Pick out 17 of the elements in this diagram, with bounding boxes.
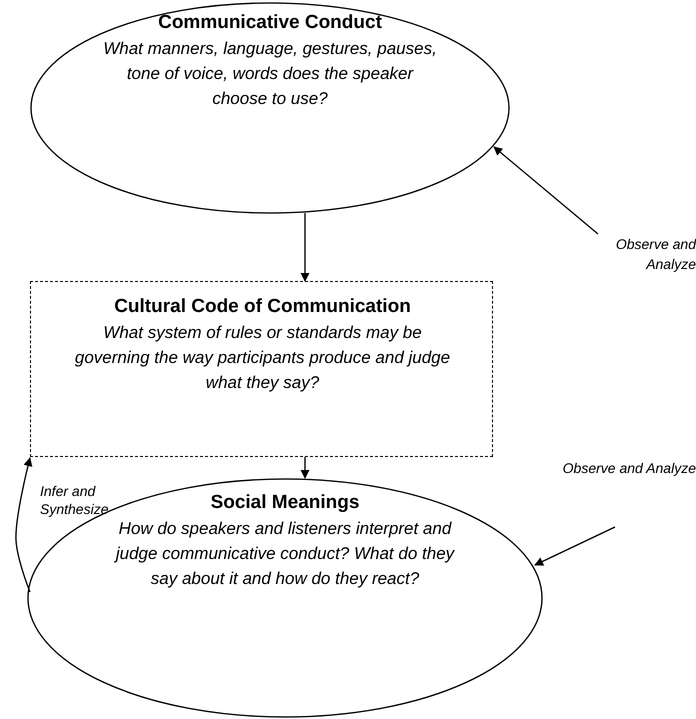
node-heading: Communicative Conduct [157, 11, 383, 35]
annotation-text: Observe and Analyze [566, 234, 696, 276]
node-text: How do speakers and listeners interpret and judge communicative conduct? What do they say about it and how do they react? [113, 518, 456, 590]
node-text: What system of rules or standards may be governing the way participants produce and judge what they say? [74, 322, 452, 394]
ellipse-node [30, 2, 510, 214]
node-heading: Cultural Code of Communication [113, 295, 412, 319]
arrow [300, 457, 310, 479]
edge-label: Infer and Synthesize [40, 482, 110, 518]
ellipse-node [27, 478, 543, 718]
node-heading: Social Meanings [210, 491, 360, 515]
arrow [493, 146, 598, 234]
arrow [15, 457, 32, 592]
arrow [300, 213, 310, 282]
node-text: What manners, language, gestures, pauses, tone of voice, words does the speaker choose to use? [102, 38, 438, 110]
annotation-text: Observe and Analyze [558, 458, 696, 500]
dashed-box [30, 281, 493, 457]
arrow [534, 526, 616, 566]
